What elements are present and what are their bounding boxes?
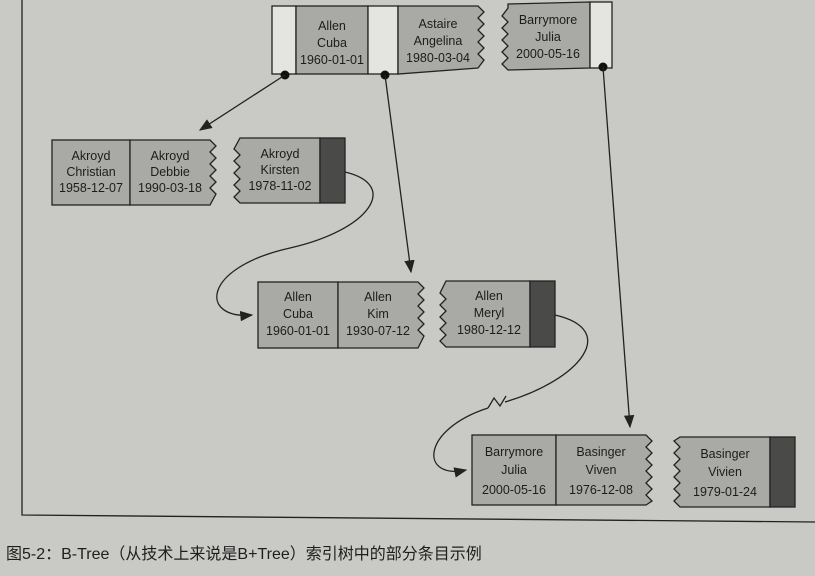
root-key-1-date: 1960-01-01 xyxy=(300,53,364,67)
root-key-2-last: Astaire xyxy=(419,17,458,31)
akroyd-node: Akroyd Christian 1958-12-07 Akroyd Debbi… xyxy=(51,137,346,206)
allen-key-3-date: 1980-12-12 xyxy=(457,323,521,337)
barrymore-key-3-date: 1979-01-24 xyxy=(693,485,757,499)
barrymore-node: Barrymore Julia 2000-05-16 Basinger Vive… xyxy=(471,434,796,508)
akroyd-key-3-date: 1978-11-02 xyxy=(248,179,311,193)
allen-key-1-date: 1960-01-01 xyxy=(266,324,330,338)
root-key-3-date: 2000-05-16 xyxy=(516,47,580,61)
akroyd-key-1-date: 1958-12-07 xyxy=(59,181,123,195)
figure-caption: 图5-2：B-Tree（从技术上来说是B+Tree）索引树中的部分条目示例 xyxy=(6,546,482,563)
barrymore-key-1-date: 2000-05-16 xyxy=(482,483,546,497)
allen-key-3-first: Meryl xyxy=(474,306,505,320)
barrymore-key-1-last: Barrymore xyxy=(485,445,543,459)
allen-node: Allen Cuba 1960-01-01 Allen Kim 1930-07-… xyxy=(257,280,556,349)
barrymore-key-2-last: Basinger xyxy=(576,445,625,459)
barrymore-key-3-first: Vivien xyxy=(708,465,742,479)
barrymore-key-1-first: Julia xyxy=(501,463,527,477)
allen-key-2-last: Allen xyxy=(364,290,392,304)
root-node: Allen Cuba 1960-01-01 Astaire Angelina 1… xyxy=(271,1,613,80)
barrymore-key-2-first: Viven xyxy=(585,463,616,477)
akroyd-key-2-first: Debbie xyxy=(150,165,190,179)
root-key-3-first: Julia xyxy=(535,30,561,44)
figure-frame xyxy=(21,0,815,523)
barrymore-key-2-date: 1976-12-08 xyxy=(569,483,633,497)
root-key-1-first: Cuba xyxy=(317,36,347,50)
root-key-2-first: Angelina xyxy=(414,34,463,48)
root-key-3-last: Barrymore xyxy=(519,13,577,27)
akroyd-key-3-last: Akroyd xyxy=(261,147,300,161)
root-key-1-last: Allen xyxy=(318,19,346,33)
akroyd-key-2-date: 1990-03-18 xyxy=(138,181,202,195)
pointer-arrows xyxy=(198,66,635,478)
akroyd-key-3-first: Kirsten xyxy=(261,163,300,177)
akroyd-key-2-last: Akroyd xyxy=(151,149,190,163)
allen-key-2-first: Kim xyxy=(367,307,389,321)
allen-key-3-last: Allen xyxy=(475,289,503,303)
barrymore-key-3-last: Basinger xyxy=(700,447,749,461)
root-key-2-date: 1980-03-04 xyxy=(406,51,470,65)
allen-key-2-date: 1930-07-12 xyxy=(346,324,410,338)
allen-key-1-last: Allen xyxy=(284,290,312,304)
akroyd-key-1-first: Christian xyxy=(66,165,115,179)
akroyd-key-1-last: Akroyd xyxy=(72,149,111,163)
allen-key-1-first: Cuba xyxy=(283,307,313,321)
